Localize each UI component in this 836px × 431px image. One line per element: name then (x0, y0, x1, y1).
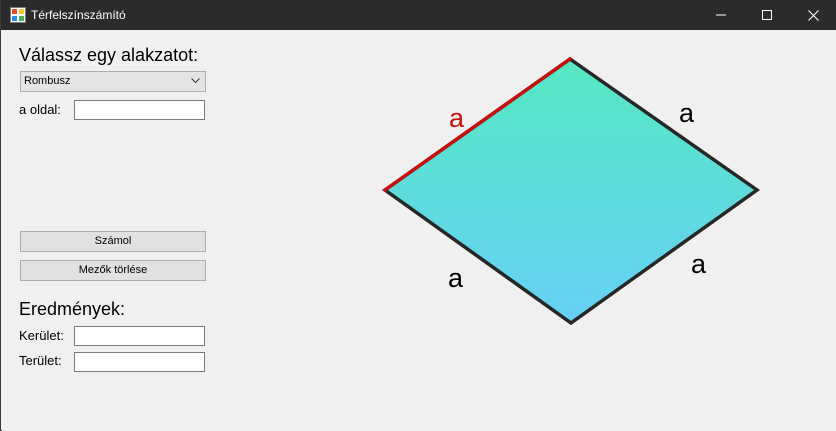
rhombus-diagram: a a a a (381, 56, 761, 326)
side-a-input[interactable] (74, 100, 205, 120)
shape-select[interactable]: Rombusz (20, 71, 206, 92)
window-title: Térfelszínszámító (31, 8, 126, 22)
results-heading: Eredmények: (19, 299, 126, 319)
side-label-bottom-left: a (448, 263, 464, 293)
maximize-icon (762, 10, 772, 20)
maximize-button[interactable] (744, 0, 790, 30)
title-bar[interactable]: Térfelszínszámító (1, 0, 836, 30)
minimize-button[interactable] (698, 0, 744, 30)
side-label-top-right: a (679, 98, 695, 128)
choose-shape-heading: Válassz egy alakzatot: (19, 45, 199, 65)
shape-select-value: Rombusz (24, 75, 71, 87)
rhombus-shape (381, 56, 761, 326)
area-output[interactable] (74, 352, 205, 372)
highlighted-side (383, 57, 572, 192)
close-icon (807, 9, 819, 21)
clear-fields-button[interactable]: Mezők törlése (20, 260, 206, 281)
chevron-down-icon (191, 78, 200, 84)
perimeter-output[interactable] (74, 326, 205, 346)
area-label: Terület: (19, 353, 62, 368)
side-label-bottom-right: a (691, 249, 707, 279)
minimize-icon (716, 14, 726, 16)
app-icon (10, 7, 26, 23)
side-a-label: a oldal: (19, 102, 61, 117)
client-area: Válassz egy alakzatot: Rombusz a oldal: … (2, 30, 836, 431)
side-label-top-left: a (449, 103, 465, 133)
close-button[interactable] (790, 0, 836, 30)
calculate-button[interactable]: Számol (20, 231, 206, 252)
perimeter-label: Kerület: (19, 328, 64, 343)
